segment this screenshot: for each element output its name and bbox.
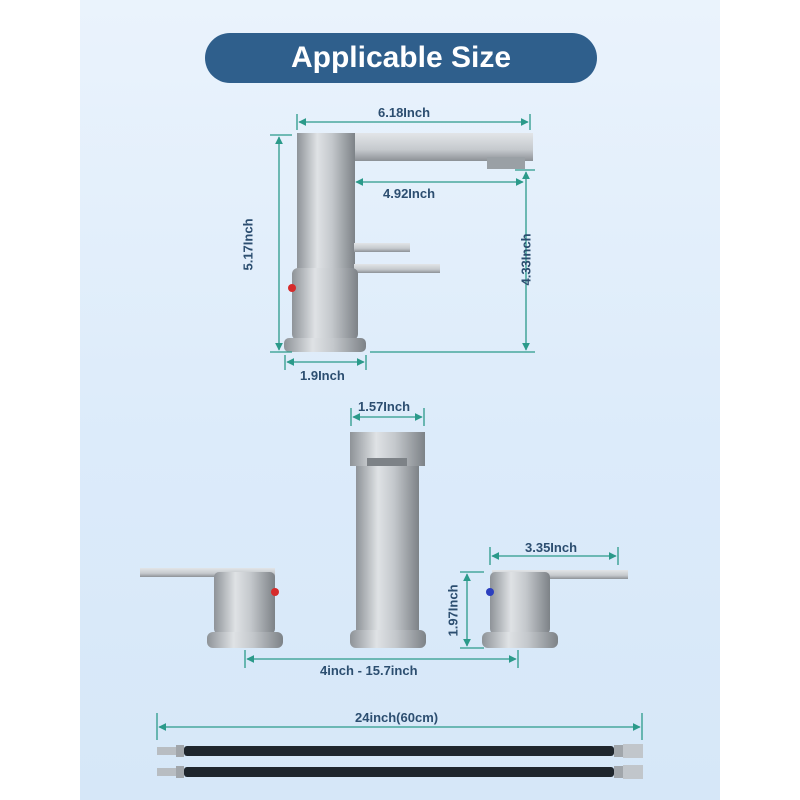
title-banner: Applicable Size — [205, 33, 597, 83]
cold-indicator — [486, 588, 494, 596]
side-upper-handle — [354, 243, 410, 252]
page-title: Applicable Size — [290, 41, 512, 74]
spread-label: 4inch - 15.7inch — [320, 663, 418, 678]
total-height-label: 5.17Inch — [240, 218, 256, 271]
base-width-label: 1.9Inch — [300, 368, 345, 383]
hose-2 — [157, 765, 643, 779]
dimension-lines — [156, 114, 643, 740]
front-spout — [350, 432, 426, 648]
supply-hoses — [157, 744, 643, 779]
hot-indicator — [271, 588, 279, 596]
side-view-faucet — [284, 133, 533, 352]
right-handle — [482, 570, 628, 648]
spout-base-diameter-label: 1.57Inch — [358, 399, 411, 414]
hose-length-label: 24inch(60cm) — [355, 710, 439, 725]
spout-height-label: 4.33Inch — [518, 233, 534, 286]
handle-length-label: 3.35Inch — [525, 540, 578, 555]
hot-indicator-side — [288, 284, 296, 292]
handle-height-label: 1.97Inch — [445, 584, 461, 637]
spout-reach-label: 4.92Inch — [383, 186, 436, 201]
side-lower-handle — [354, 264, 440, 273]
spout-length-label: 6.18Inch — [378, 105, 431, 120]
left-handle — [140, 568, 283, 648]
hose-1 — [157, 744, 643, 758]
